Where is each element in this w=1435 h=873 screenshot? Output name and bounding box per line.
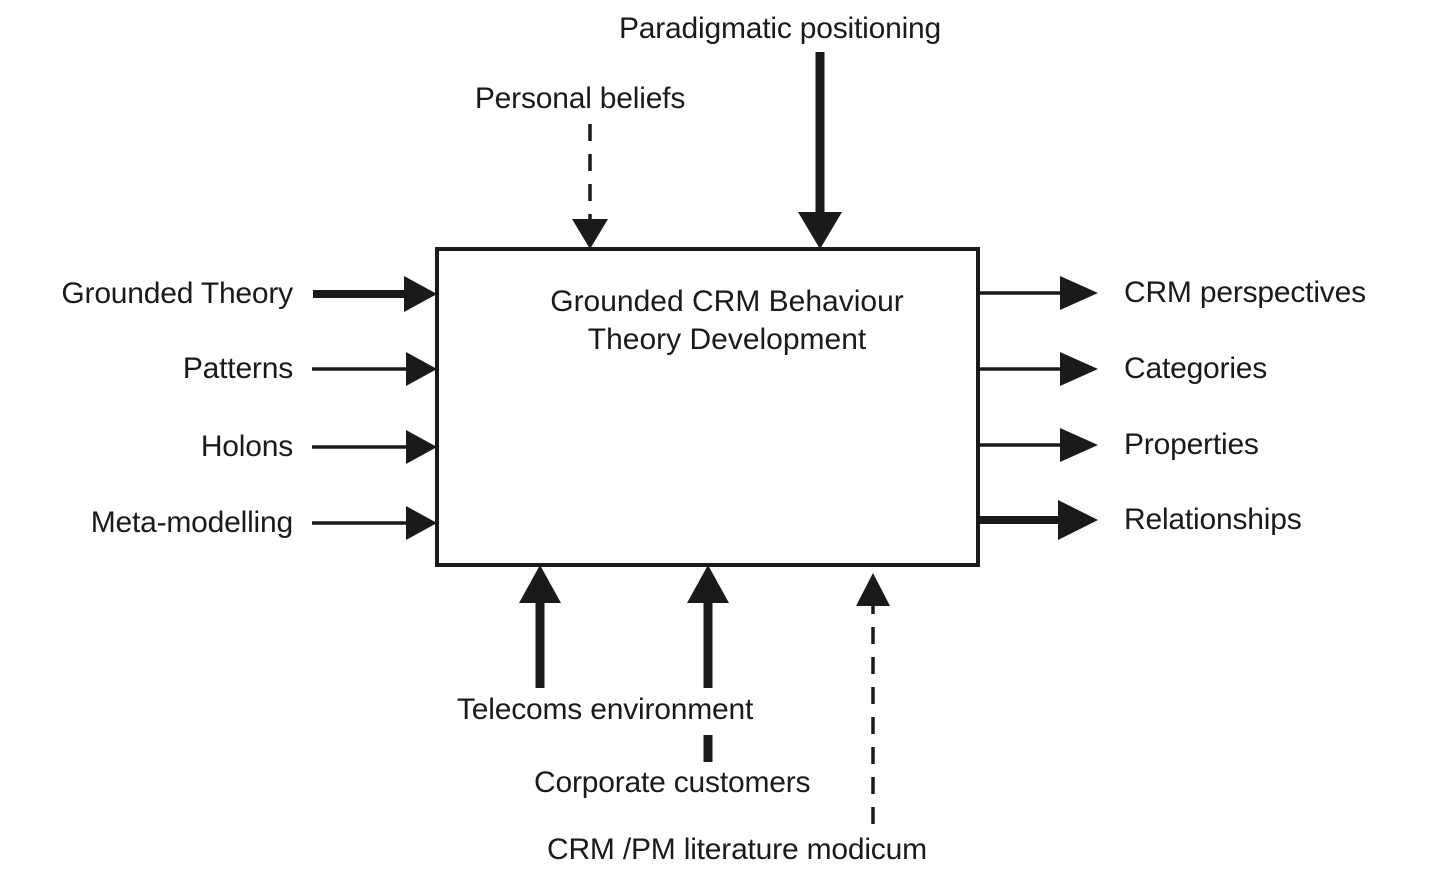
mechanism-label-telecoms-environment: Telecoms environment — [457, 693, 754, 726]
process-box-label: Grounded CRM Behaviour Theory Developmen… — [550, 285, 904, 357]
input-label-grounded-theory: Grounded Theory — [61, 277, 293, 310]
mechanism-arrow-telecoms-environment — [519, 565, 561, 688]
input-label-meta-modelling: Meta-modelling — [90, 506, 293, 539]
control-label-paradigmatic-positioning: Paradigmatic positioning — [618, 12, 942, 45]
input-label-holons: Holons — [200, 430, 293, 463]
control-label-personal-beliefs: Personal beliefs — [474, 82, 686, 115]
output-label-relationships: Relationships — [1124, 503, 1302, 536]
input-arrow-grounded-theory — [313, 276, 437, 312]
mechanism-label-corporate-customers: Corporate customers — [534, 766, 811, 799]
output-label-crm-perspectives: CRM perspectives — [1124, 276, 1366, 309]
output-arrow-crm-perspectives — [978, 276, 1098, 310]
input-arrow-holons — [312, 430, 437, 464]
mechanism-arrow-crm-pm-literature-modicum — [856, 573, 890, 824]
process-box — [435, 247, 980, 567]
input-arrow-meta-modelling — [312, 506, 437, 540]
output-arrow-categories — [978, 352, 1098, 386]
output-arrow-relationships — [978, 500, 1098, 540]
mechanism-arrow-corporate-customers — [687, 565, 729, 762]
output-arrow-properties — [978, 428, 1098, 462]
control-arrow-paradigmatic-positioning — [798, 52, 842, 249]
output-label-categories: Categories — [1124, 352, 1268, 385]
input-label-patterns: Patterns — [182, 352, 293, 385]
control-arrow-personal-beliefs — [572, 124, 608, 249]
output-label-properties: Properties — [1124, 428, 1259, 461]
mechanism-label-crm-pm-literature-modicum: CRM /PM literature modicum — [547, 833, 927, 866]
input-arrow-patterns — [312, 352, 437, 386]
